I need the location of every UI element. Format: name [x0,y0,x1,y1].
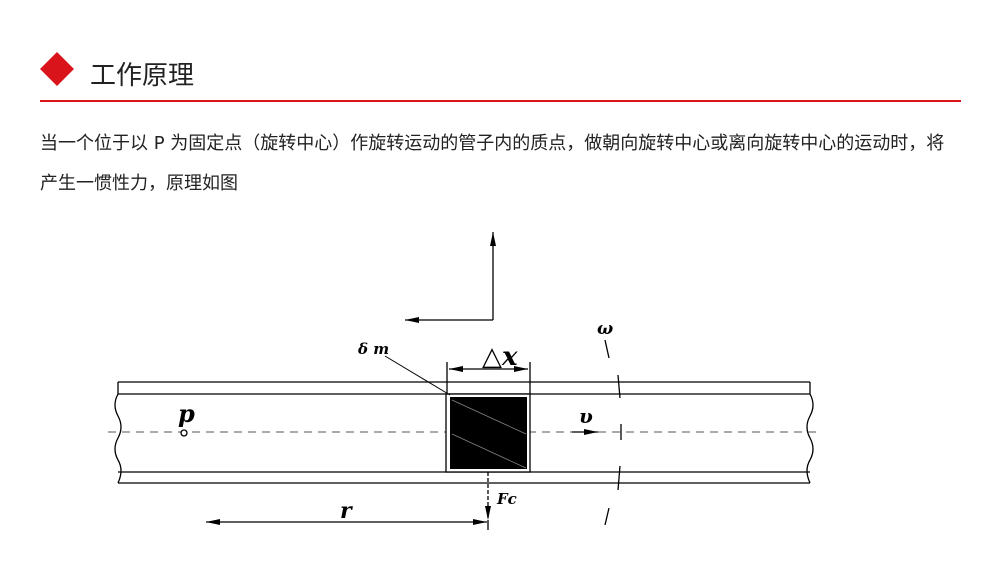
rotation-arc [604,339,622,526]
omega-label: ω [597,319,613,339]
pivot-point [180,429,188,437]
mass-label: δ m [357,340,389,358]
v-label: υ [579,404,593,428]
description-text: 当一个位于以 P 为固定点（旋转中心）作旋转运动的管子内的质点，做朝向旋转中心或… [40,133,945,194]
p-label: p [178,399,195,428]
title-divider [40,100,961,102]
delta-x-label: △x [482,342,518,372]
fc-label: Fc [496,490,517,508]
mass-leader [384,355,451,396]
r-label: r [340,498,353,524]
page-title: 工作原理 [90,61,195,91]
